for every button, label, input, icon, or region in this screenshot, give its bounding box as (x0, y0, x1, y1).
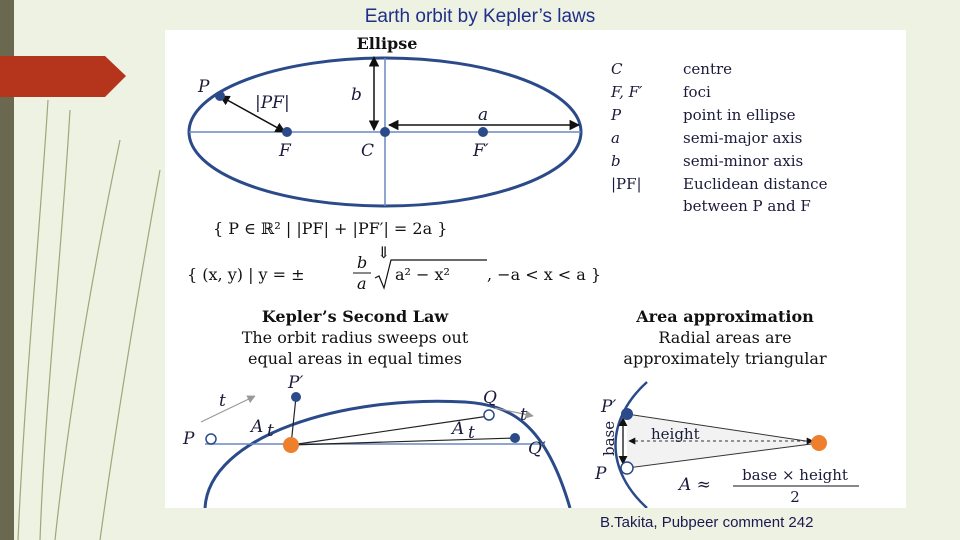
second-law-heading: Kepler’s Second Law (262, 307, 450, 326)
time-arrow-1 (200, 395, 256, 423)
legend-desc-0: centre (683, 60, 732, 78)
second-law-line2: equal areas in equal times (248, 349, 462, 368)
label-f: F (278, 141, 292, 161)
point-q-prime (510, 433, 520, 443)
legend-desc-5: Euclidean distance (683, 175, 828, 193)
credit-footer: B.Takita, Pubpeer comment 242 (600, 514, 814, 531)
label-second-p-prime: P′ (287, 373, 303, 393)
implies-arrow: ⇓ (377, 243, 390, 262)
ellipse-heading: Ellipse (357, 34, 418, 53)
label-pf: |PF| (255, 93, 290, 113)
legend-desc-4: semi-minor axis (683, 152, 803, 170)
approx-p-prime (621, 408, 633, 420)
time-arrow-2 (494, 407, 534, 419)
orbit-arc (203, 399, 572, 508)
approx-sun (811, 435, 827, 451)
approx-formula-lhs: A ≈ (677, 475, 711, 495)
equation-set-definition: { P ∈ ℝ² | |PF| + |PF′| = 2a } (213, 219, 447, 238)
label-p: P (197, 77, 210, 97)
point-p-open (205, 433, 217, 445)
radius-to-q-prime (290, 437, 516, 446)
approx-formula-num: base × height (742, 466, 848, 484)
label-b: b (351, 85, 362, 105)
legend-desc-3: semi-major axis (683, 129, 802, 147)
approx-label-p-prime: P′ (600, 397, 616, 417)
figure-panel: Ellipse P |PF| b a F C F′ C centre F, F′… (165, 30, 906, 508)
approx-label-base: base (600, 421, 618, 456)
legend-sym-3: a (611, 129, 620, 147)
equation-frac-den: a (357, 274, 367, 293)
approx-formula-den: 2 (790, 488, 800, 506)
point-p-prime (291, 392, 301, 402)
label-second-p: P (182, 429, 195, 449)
focus-f (282, 127, 292, 137)
label-area-2: A (450, 419, 464, 439)
approx-label-height: height (651, 425, 700, 443)
label-second-q: Q (483, 388, 497, 408)
area-heading: Area approximation (635, 307, 814, 326)
slide-title: Earth orbit by Kepler’s laws (364, 6, 596, 27)
area-line2: approximately triangular (623, 349, 827, 368)
approx-label-p: P (594, 464, 607, 484)
point-p (215, 91, 225, 101)
left-sidebar-strip (0, 0, 14, 540)
label-area-2-sub: t (468, 423, 475, 443)
equation-frac-num: b (357, 253, 367, 272)
legend-sym-2: P (610, 106, 622, 124)
legend-sym-1: F, F′ (610, 83, 643, 101)
radius-to-q (290, 415, 490, 446)
focus-f-prime (478, 127, 488, 137)
centre-c (380, 127, 390, 137)
area-line1: Radial areas are (658, 328, 791, 347)
approx-p (620, 461, 634, 475)
symbol-legend: C centre F, F′ foci P point in ellipse a… (610, 60, 828, 215)
legend-desc-1: foci (683, 83, 711, 101)
label-t-1: t (219, 391, 226, 411)
legend-sym-5: |PF| (611, 175, 642, 193)
approx-arc (614, 381, 648, 508)
legend-sym-0: C (611, 60, 623, 78)
label-f-prime: F′ (472, 141, 489, 161)
label-area-1-sub: t (267, 421, 274, 441)
equation-param-left: { (x, y) | y = ± (187, 265, 305, 284)
decorative-curves (17, 99, 161, 540)
sun-focus (283, 437, 299, 453)
legend-sym-4: b (611, 152, 621, 170)
label-a: a (478, 105, 488, 125)
radius-to-p-prime (290, 396, 297, 446)
label-c: C (361, 141, 374, 161)
equation-sqrt-body: a² − x² (395, 265, 450, 284)
approx-edge-bottom (626, 442, 820, 469)
legend-desc-6: between P and F (683, 197, 811, 215)
legend-desc-2: point in ellipse (683, 106, 796, 124)
pf-arrow (219, 95, 286, 133)
second-law-line1: The orbit radius sweeps out (242, 328, 469, 347)
label-area-1: A (249, 417, 263, 437)
label-second-q-prime: Q′ (528, 439, 546, 459)
accent-arrow (0, 56, 126, 97)
equation-param-right: , −a < x < a } (487, 265, 601, 284)
sqrt-sign (374, 259, 487, 290)
label-t-2: t (520, 405, 527, 425)
point-q-open (483, 409, 495, 421)
